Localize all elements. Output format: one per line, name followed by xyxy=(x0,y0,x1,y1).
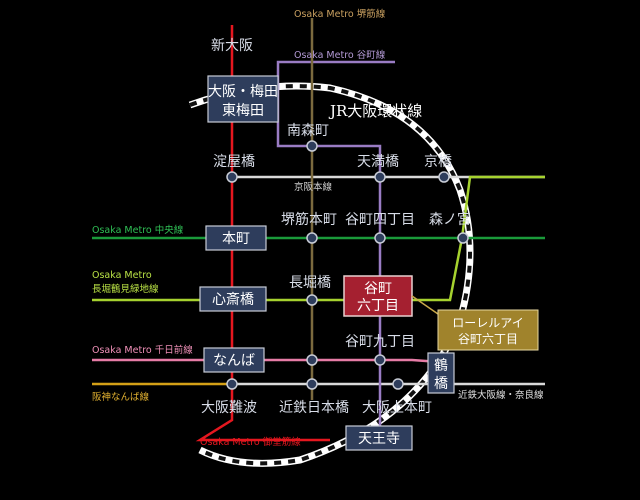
sennichimae-line-label: Osaka Metro 千日前線 xyxy=(92,344,193,356)
station-tanimachi-9: 谷町九丁目 xyxy=(345,334,415,350)
nagahori-line-label-1: Osaka Metro xyxy=(92,270,152,281)
sennichimae-line xyxy=(92,358,441,364)
station-box-shinsaibashi: 心斎橋 xyxy=(199,286,267,312)
station-box-tsuruhashi: 鶴 橋 xyxy=(427,352,455,394)
station-namba: なんば xyxy=(213,353,255,369)
tanimachi-line xyxy=(276,60,395,440)
midosuji-line-label: Osaka Metro 御堂筋線 xyxy=(200,436,301,448)
station-tsuruhashi-1: 鶴 xyxy=(434,357,448,374)
station-yodoyabashi: 淀屋橋 xyxy=(213,154,255,170)
station-box-umeda: 大阪・梅田 東梅田 xyxy=(207,75,279,123)
station-tanimachi-6-line2: 六丁目 xyxy=(357,298,399,314)
station-dots xyxy=(226,140,469,390)
station-dot-yodoyabashi xyxy=(226,171,238,183)
station-osaka-uehommachi: 大阪上本町 xyxy=(362,400,432,416)
station-shin-osaka: 新大阪 xyxy=(211,38,253,54)
property-name-line2: 谷町六丁目 xyxy=(458,332,518,346)
jr-loop-line xyxy=(188,82,474,467)
station-umeda-line2: 東梅田 xyxy=(222,103,264,119)
station-honmachi: 本町 xyxy=(222,231,250,247)
station-box-honmachi: 本町 xyxy=(205,225,267,251)
hanshin-line-label: 阪神なんば線 xyxy=(92,391,150,403)
station-minami-morimachi: 南森町 xyxy=(287,123,329,139)
chuo-line-label: Osaka Metro 中央線 xyxy=(92,224,184,236)
station-dot-osaka-namba xyxy=(226,378,238,390)
nagahori-line-label-2: 長堀鶴見緑地線 xyxy=(92,283,159,295)
sakaisuji-line-label: Osaka Metro 堺筋線 xyxy=(294,8,386,20)
station-dot-osaka-uehommachi xyxy=(392,378,404,390)
station-kintetsu-nippombashi: 近鉄日本橋 xyxy=(279,400,349,416)
station-tanimachi-6-line1: 谷町 xyxy=(364,281,392,297)
jr-loop-label: JR大阪環状線 xyxy=(328,102,422,120)
property-callout: ローレルアイ 谷町六丁目 xyxy=(411,295,539,351)
station-dot-tanimachi-9 xyxy=(374,354,386,366)
station-dot-tenmabashi-keihan xyxy=(374,171,386,183)
station-shinsaibashi: 心斎橋 xyxy=(212,291,254,308)
station-dot-nagahoribashi xyxy=(306,294,318,306)
property-name-line1: ローレルアイ xyxy=(452,316,523,330)
station-dot-sakaisuji-honmachi xyxy=(306,232,318,244)
station-nagahoribashi: 長堀橋 xyxy=(289,275,331,291)
midosuji-line xyxy=(195,25,330,442)
station-sakaisuji-honmachi: 堺筋本町 xyxy=(281,211,337,228)
station-box-namba: なんば xyxy=(203,347,265,373)
keihan-line-label: 京阪本線 xyxy=(294,181,333,193)
station-dot-kyobashi xyxy=(438,171,450,183)
kintetsu-line-label: 近鉄大阪線・奈良線 xyxy=(458,389,544,401)
station-umeda-line1: 大阪・梅田 xyxy=(208,84,278,100)
station-dot-morinomiya xyxy=(457,232,469,244)
station-tanimachi-4: 谷町四丁目 xyxy=(345,212,415,228)
station-dot-minami-morimachi xyxy=(306,140,318,152)
station-box-tennoji: 天王寺 xyxy=(345,425,413,451)
station-morinomiya: 森ノ宮 xyxy=(429,212,471,228)
station-osaka-namba: 大阪難波 xyxy=(201,400,257,416)
tanimachi-line-label: Osaka Metro 谷町線 xyxy=(294,49,386,61)
station-tennoji: 天王寺 xyxy=(358,431,400,447)
station-tenmabashi: 天満橋 xyxy=(357,154,399,170)
station-tsuruhashi-2: 橋 xyxy=(434,376,448,392)
station-box-tanimachi-6: 谷町 六丁目 xyxy=(343,275,413,317)
station-dot-kintetsu-nippombashi xyxy=(306,378,318,390)
station-dot-nippombashi-sennichimae xyxy=(306,354,318,366)
station-kyobashi: 京橋 xyxy=(424,154,452,170)
station-dot-tanimachi-4 xyxy=(374,232,386,244)
